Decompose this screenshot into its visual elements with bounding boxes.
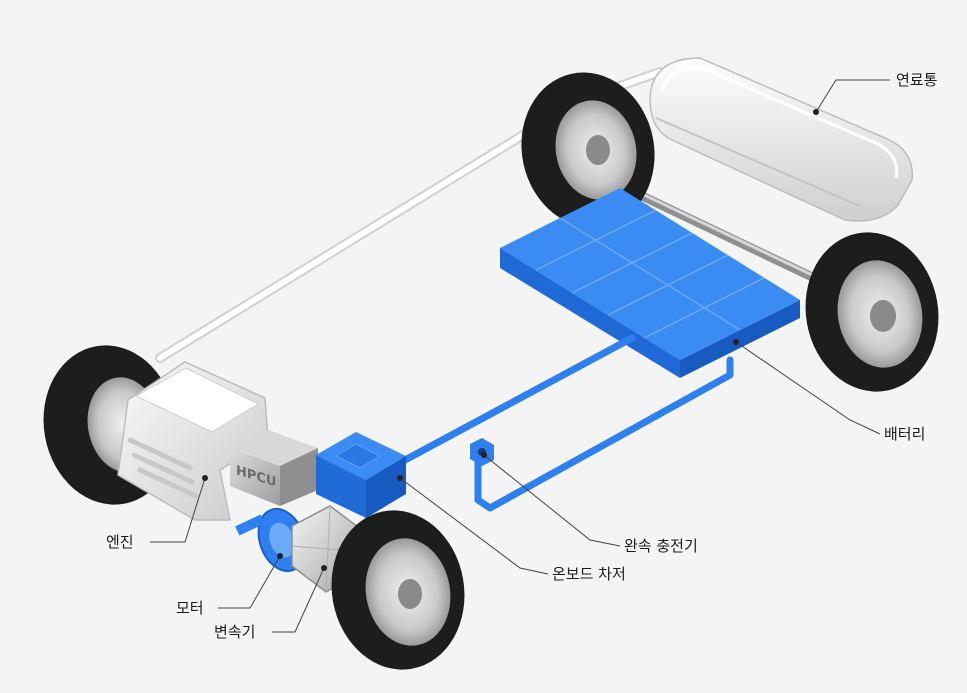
leader-dots bbox=[202, 109, 819, 571]
leader-onboard-charger bbox=[399, 477, 549, 575]
label-slow-charger: 완속 충전기 bbox=[624, 537, 698, 555]
label-battery: 배터리 bbox=[884, 425, 926, 443]
fuel-tank bbox=[649, 57, 913, 222]
wheel-front-right bbox=[331, 510, 465, 670]
slow-charger-port bbox=[470, 438, 494, 466]
onboard-charger bbox=[316, 432, 406, 518]
leader-slow-charger bbox=[483, 454, 621, 547]
leader-fuel-tank bbox=[815, 79, 890, 113]
label-transmission: 변속기 bbox=[214, 623, 256, 641]
leader-battery bbox=[735, 341, 881, 435]
hpcu-unit bbox=[230, 430, 318, 506]
label-motor: 모터 bbox=[176, 599, 204, 617]
wheel-rear-left bbox=[521, 72, 655, 228]
label-engine: 엔진 bbox=[106, 533, 134, 551]
leader-transmission bbox=[272, 567, 325, 633]
leader-lines bbox=[150, 79, 890, 633]
label-onboard-charger: 온보드 차저 bbox=[552, 565, 626, 583]
battery-pack bbox=[500, 188, 800, 378]
label-fuel-tank: 연료통 bbox=[896, 71, 938, 89]
wheel-rear-right bbox=[805, 232, 939, 392]
leader-motor bbox=[218, 555, 281, 609]
hv-cables bbox=[401, 334, 734, 512]
leader-engine bbox=[150, 477, 206, 543]
engine bbox=[117, 361, 269, 521]
